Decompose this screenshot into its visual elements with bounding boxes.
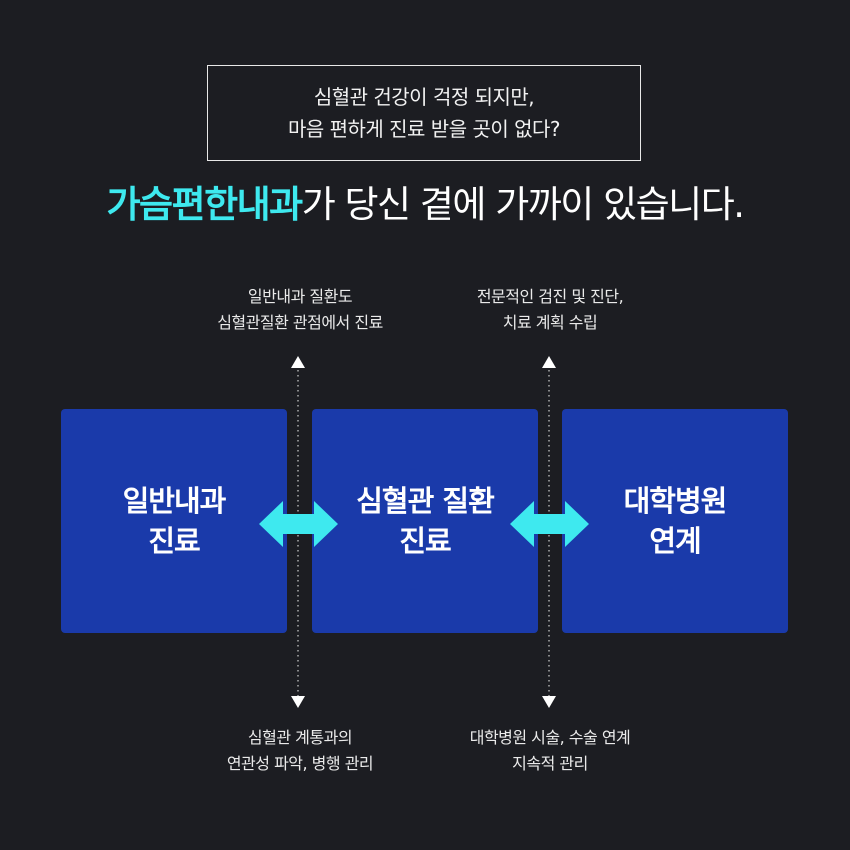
note-bottom-left-line-1: 심혈관 계통과의	[247, 728, 353, 747]
box-cardiovascular-care: 심혈관 질환 진료	[312, 409, 538, 633]
arrow-up-icon	[291, 356, 305, 368]
note-top-right: 전문적인 검진 및 진단, 치료 계획 수립	[420, 284, 680, 336]
note-top-left: 일반내과 질환도 심혈관질환 관점에서 진료	[170, 284, 430, 336]
note-top-right-line-1: 전문적인 검진 및 진단,	[476, 287, 624, 306]
headline: 가슴편한내과가 당신 곁에 가까이 있습니다.	[0, 180, 850, 230]
box-2-line-1: 심혈관 질환	[356, 484, 494, 518]
arrow-down-icon	[542, 696, 556, 708]
note-top-right-line-2: 치료 계획 수립	[502, 313, 598, 332]
note-top-left-line-2: 심혈관질환 관점에서 진료	[217, 313, 383, 332]
box-1-line-1: 일반내과	[122, 484, 227, 518]
box-1-line-2: 진료	[148, 524, 200, 558]
note-bottom-left: 심혈관 계통과의 연관성 파악, 병행 관리	[170, 725, 430, 777]
box-university-hospital-link: 대학병원 연계	[562, 409, 788, 633]
intro-line-2: 마음 편하게 진료 받을 곳이 없다?	[287, 117, 561, 141]
headline-clinic-name: 가슴편한내과	[106, 183, 303, 226]
arrow-up-icon	[542, 356, 556, 368]
box-2-line-2: 진료	[399, 524, 451, 558]
arrow-down-icon	[291, 696, 305, 708]
note-bottom-left-line-2: 연관성 파악, 병행 관리	[226, 754, 374, 773]
note-bottom-right: 대학병원 시술, 수술 연계 지속적 관리	[420, 725, 680, 777]
intro-question-box: 심혈관 건강이 걱정 되지만, 마음 편하게 진료 받을 곳이 없다?	[207, 65, 641, 161]
box-general-internal-medicine: 일반내과 진료	[61, 409, 287, 633]
intro-line-1: 심혈관 건강이 걱정 되지만,	[313, 85, 535, 109]
note-bottom-right-line-2: 지속적 관리	[512, 754, 588, 773]
box-3-line-2: 연계	[649, 524, 701, 558]
box-3-line-1: 대학병원	[623, 484, 728, 518]
note-bottom-right-line-1: 대학병원 시술, 수술 연계	[469, 728, 631, 747]
headline-rest: 가 당신 곁에 가까이 있습니다.	[301, 183, 745, 226]
note-top-left-line-1: 일반내과 질환도	[247, 287, 353, 306]
